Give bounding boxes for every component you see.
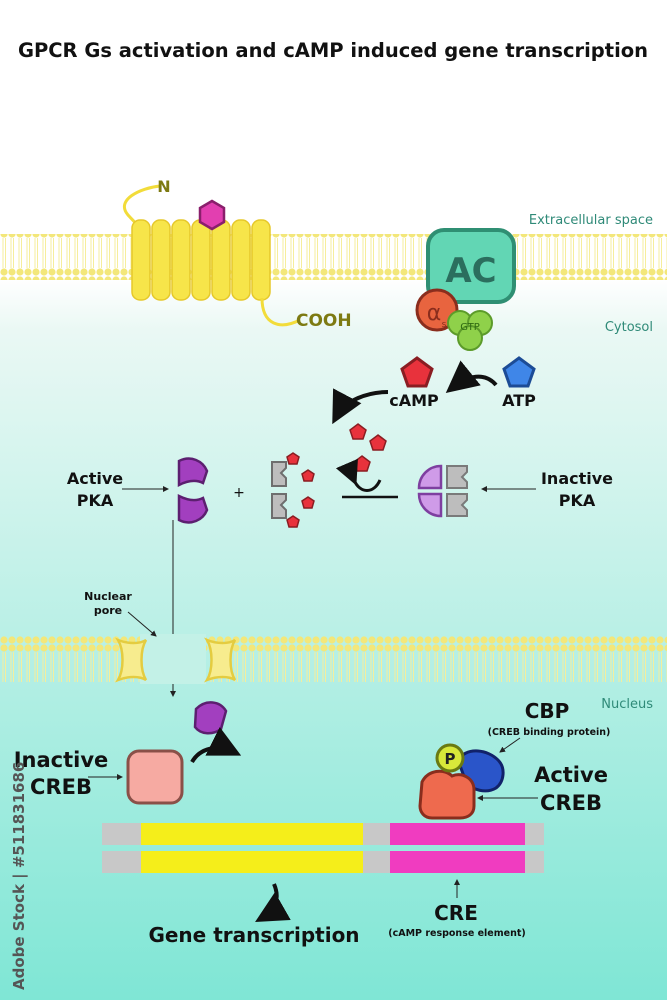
dna-strand-bottom [102, 851, 544, 873]
nucleus-label: Nucleus [601, 697, 653, 712]
inactive-pka-complex [417, 464, 468, 518]
atp-label: ATP [502, 391, 536, 410]
cbp-sublabel: (CREB binding protein) [488, 727, 611, 738]
camp-label: cAMP [389, 391, 439, 410]
phospho-label: P [445, 750, 456, 768]
active-creb-label-line1: Active [534, 763, 608, 787]
cre-label: CRE [434, 901, 478, 925]
cytosol-label: Cytosol [605, 320, 653, 335]
camp-release-arrow [332, 388, 389, 425]
atp-to-camp-arrow [445, 360, 498, 394]
gtp-cluster [447, 310, 493, 351]
camp-binding-hook [335, 458, 382, 492]
gtp-label: GTP [460, 322, 480, 333]
page-title: GPCR Gs activation and cAMP induced gene… [18, 39, 648, 62]
inactive-creb-label-line2: CREB [30, 775, 92, 799]
nuclear-pka [193, 701, 228, 735]
gs-alpha-subunit [415, 288, 459, 332]
creb-activation-arrow [190, 726, 242, 764]
nuclear-pore-label-line1: Nuclear [84, 590, 132, 603]
ligand-hexagon [198, 199, 226, 231]
gs-alpha-label: α [427, 301, 442, 326]
active-pka-label-line1: Active [67, 469, 123, 488]
plasma-membrane [0, 234, 667, 280]
adenylyl-cyclase [426, 228, 516, 304]
cbp-label: CBP [525, 699, 570, 723]
nuclear-pore-pointer [127, 611, 157, 637]
gene-transcription-label: Gene transcription [148, 923, 359, 947]
nuclear-envelope [0, 636, 667, 682]
nuclear-pore-label-line2: pore [94, 604, 122, 617]
ac-label: AC [445, 251, 496, 291]
active-creb [418, 769, 476, 820]
dna-strand-top [102, 823, 544, 845]
active-pka-label-line2: PKA [77, 491, 114, 510]
extracellular-label: Extracellular space [529, 213, 653, 228]
inactive-pka-label-line1: Inactive [541, 469, 613, 488]
gs-alpha-sub-label: s [442, 320, 447, 330]
nuclear-pore [115, 637, 237, 683]
inactive-creb [126, 749, 184, 805]
plus-sign: + [233, 485, 245, 501]
cbp-pointer [499, 737, 521, 753]
atp-pentagon [502, 356, 536, 388]
active-creb-label-line2: CREB [540, 791, 602, 815]
cre-sublabel: (cAMP response element) [388, 928, 525, 939]
nuclear-pore-gap [140, 634, 206, 684]
watermark: Adobe Stock | #511831686 [10, 762, 29, 990]
c-terminus-label: COOH [296, 311, 352, 331]
inactive-creb-label-line1: Inactive [14, 748, 109, 772]
camp-pentagon [400, 356, 434, 388]
pka-regulatory-subunits [271, 452, 315, 528]
inactive-pka-label-line2: PKA [559, 491, 596, 510]
gene-transcription-arrow [255, 883, 291, 922]
phospho-group [435, 743, 465, 773]
gpcr-receptor [123, 184, 301, 327]
n-terminus-label: N [157, 177, 170, 196]
active-pka [177, 457, 209, 524]
